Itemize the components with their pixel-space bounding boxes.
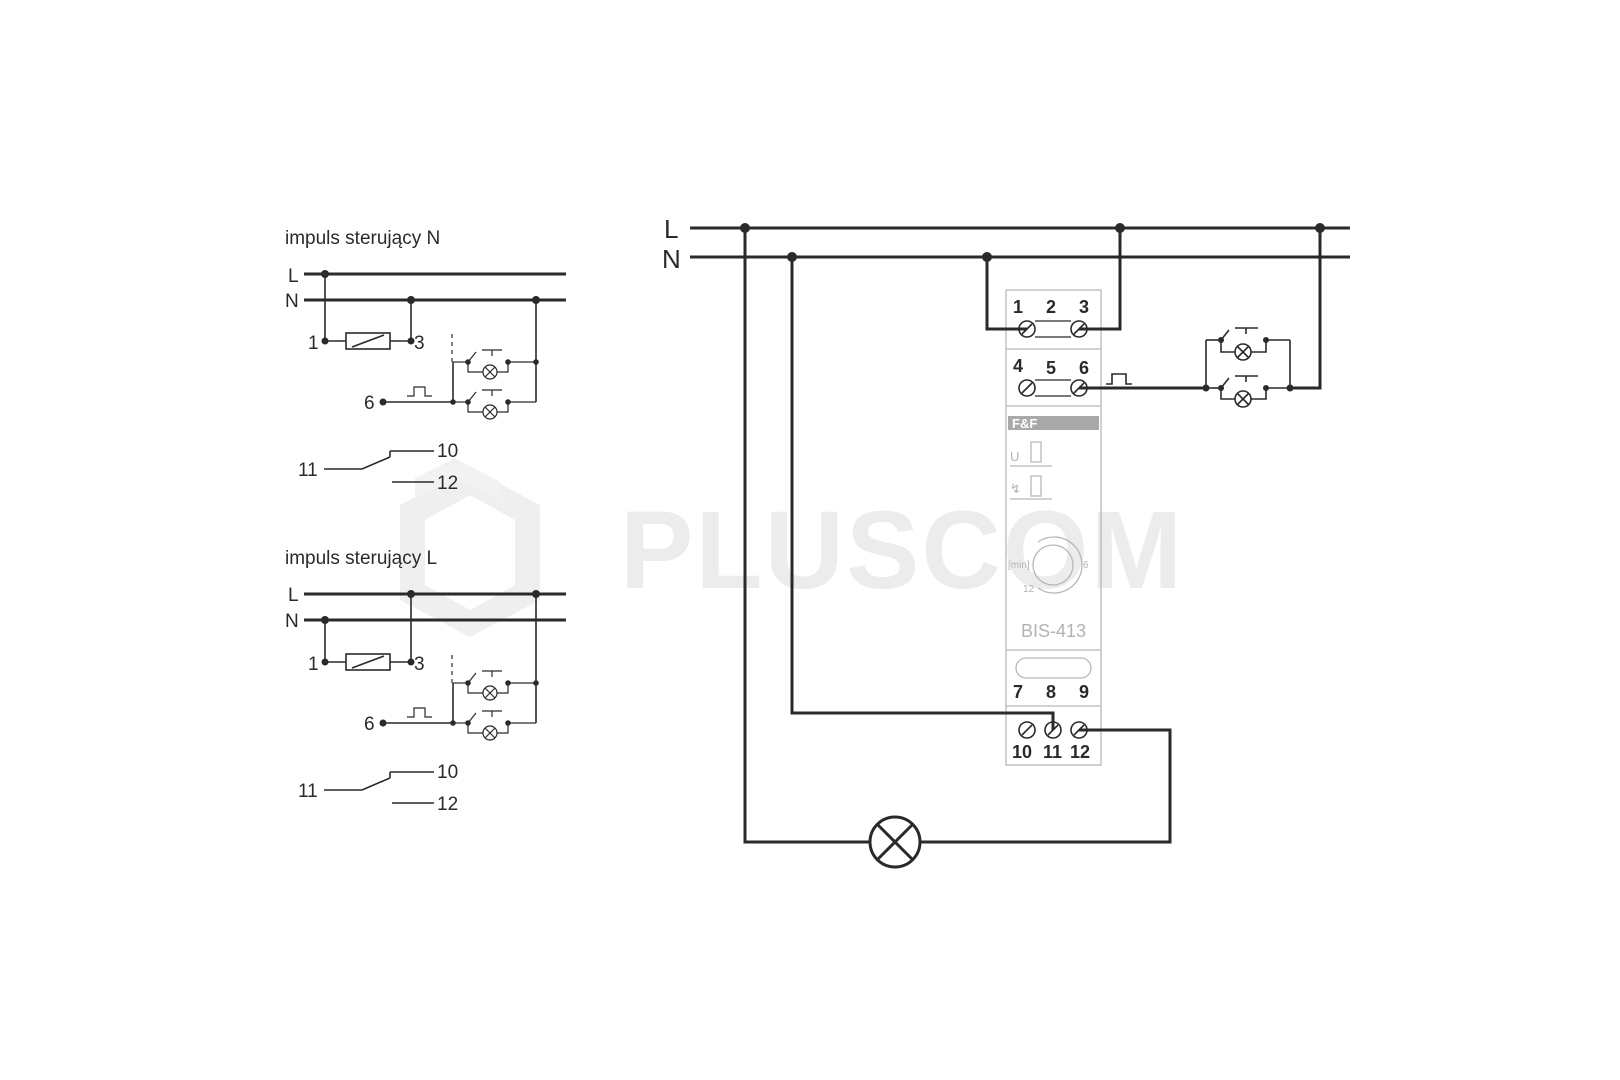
- terminal-label-12: 12: [1070, 742, 1090, 762]
- wire-n-to-terminal-1: [985, 257, 1027, 331]
- contact-no-10: 10: [437, 441, 458, 462]
- coil-terminal-3: 3: [414, 654, 425, 675]
- brand-logo: F&F: [1012, 416, 1037, 431]
- led-u: [1030, 441, 1042, 463]
- rail-l-label: L: [288, 266, 299, 287]
- terminal-dot: [407, 337, 415, 345]
- terminal-dot: [321, 658, 329, 666]
- device-model: BIS-413: [1021, 621, 1086, 641]
- terminal-label-5: 5: [1046, 358, 1056, 378]
- rail-l-label: L: [288, 585, 299, 606]
- terminal-label-7: 7: [1013, 682, 1023, 702]
- input-terminal-6: 6: [364, 393, 375, 414]
- pulse-symbol: [407, 386, 432, 397]
- wire-terminal-12-to-lamp: [920, 728, 1172, 844]
- knob-scale-arc: [1037, 536, 1083, 594]
- coil-terminal-1: 1: [308, 654, 319, 675]
- contact-common-11: 11: [298, 781, 318, 802]
- main-diagram: L N 1 2 3 4 5 6 7 8 9 10: [662, 214, 1350, 869]
- led-relay: [1030, 475, 1042, 497]
- watermark-text: PLUSCOM: [620, 489, 1184, 612]
- coil-slash: [351, 334, 385, 348]
- contact-common-11: 11: [298, 460, 318, 481]
- led-u-label: U: [1010, 449, 1019, 464]
- bis-413-device: 1 2 3 4 5 6 7 8 9 10 11 12: [1005, 289, 1102, 766]
- rail-n-label: N: [285, 291, 299, 312]
- pushbutton-with-lamp: [450, 710, 536, 741]
- contact-nc-12: 12: [437, 473, 458, 494]
- relay-contact-symbol: [324, 450, 434, 483]
- main-rail-l-label: L: [664, 214, 678, 244]
- contact-no-10: 10: [437, 762, 458, 783]
- time-knob: [1032, 544, 1074, 586]
- coil-terminal-3: 3: [414, 333, 425, 354]
- wire-l-to-terminal-3: [1079, 228, 1122, 331]
- pushbutton-with-lamp: [450, 389, 536, 420]
- input-terminal-6: 6: [364, 714, 375, 735]
- wire-n-to-terminal-11: [790, 257, 1055, 730]
- terminal-label-10: 10: [1012, 742, 1032, 762]
- terminal-label-8: 8: [1046, 682, 1056, 702]
- relay-contact-symbol: [324, 771, 434, 804]
- pushbutton-with-lamp: [453, 349, 539, 380]
- knob-mark-6: 6: [1083, 560, 1089, 571]
- wire-l-to-lamp: [743, 228, 870, 844]
- load-lamp-icon: [868, 815, 922, 869]
- rail-n-label: N: [285, 611, 299, 632]
- terminal-label-9: 9: [1079, 682, 1089, 702]
- terminal-label-2: 2: [1046, 297, 1056, 317]
- wire-l-to-buttons: [1290, 228, 1322, 390]
- contact-nc-12: 12: [437, 794, 458, 815]
- panel-impulse-n: impuls sterujący N L N 1 3: [285, 228, 566, 494]
- pushbutton-with-lamp: [1206, 375, 1290, 408]
- led-relay-label: ↯: [1010, 481, 1021, 496]
- terminal-label-3: 3: [1079, 297, 1089, 317]
- parallel-pushbuttons: [1202, 327, 1294, 408]
- coil-slash: [351, 655, 385, 669]
- main-rail-n-label: N: [662, 244, 681, 274]
- panel-title: impuls sterujący N: [285, 228, 440, 249]
- device-body: [1005, 289, 1102, 766]
- watermark-logo-inner-icon: [415, 458, 500, 500]
- panel-title: impuls sterujący L: [285, 548, 437, 569]
- label-window: [1015, 657, 1092, 679]
- coil-terminal-1: 1: [308, 333, 319, 354]
- pushbutton-with-lamp: [453, 670, 539, 701]
- knob-mark-12: 12: [1023, 584, 1035, 595]
- terminal-label-6: 6: [1079, 358, 1089, 378]
- brand-strip: [1008, 416, 1099, 430]
- panel-impulse-l: impuls sterujący L L N 1 3: [285, 548, 566, 815]
- knob-unit: [min]: [1008, 560, 1030, 571]
- terminal-dot: [407, 658, 415, 666]
- terminal-label-11: 11: [1043, 742, 1062, 762]
- terminal-label-4: 4: [1013, 356, 1023, 376]
- pulse-symbol: [407, 707, 432, 718]
- terminal-label-1: 1: [1013, 297, 1023, 317]
- pulse-symbol: [1106, 373, 1132, 385]
- pushbutton-with-lamp: [1206, 327, 1290, 361]
- terminal-dot: [321, 337, 329, 345]
